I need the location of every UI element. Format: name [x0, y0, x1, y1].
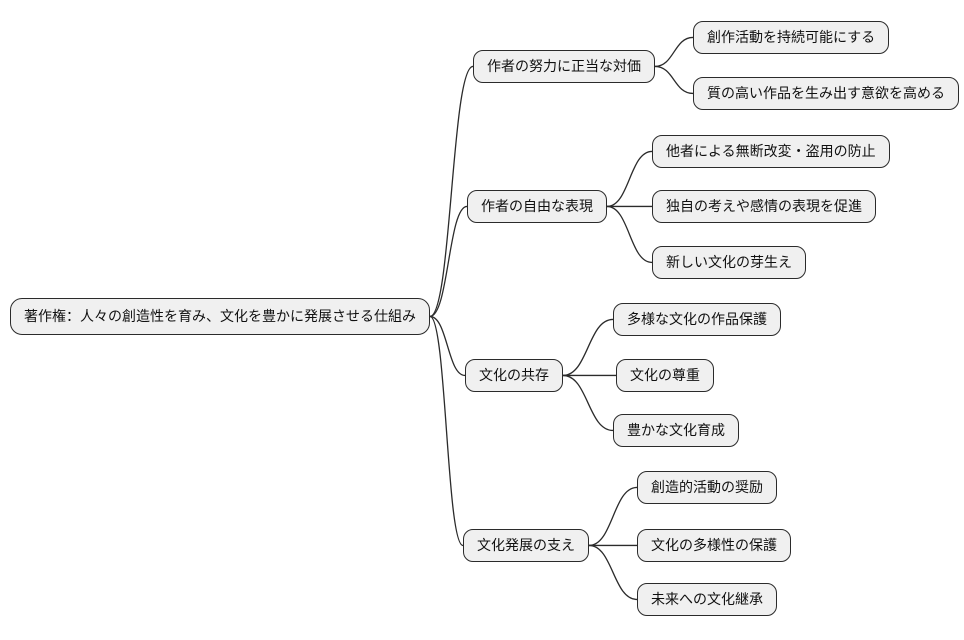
root-node-label: 著作権：人々の創造性を育み、文化を豊かに発展させる仕組み: [24, 308, 416, 324]
branch-node-cultural-development: 文化発展の支え: [463, 529, 589, 562]
leaf-node: 創造的活動の奨励: [637, 471, 777, 504]
branch-node-free-expression: 作者の自由な表現: [467, 190, 607, 223]
leaf-node: 文化の多様性の保護: [637, 529, 791, 562]
leaf-node-label: 質の高い作品を生み出す意欲を高める: [707, 85, 945, 101]
leaf-node: 新しい文化の芽生え: [652, 246, 806, 279]
edge-b1-b1c2: [606, 205, 653, 264]
edge-b2-b2c2: [562, 374, 614, 432]
mindmap-root-node: 著作権：人々の創造性を育み、文化を豊かに発展させる仕組み: [10, 298, 430, 335]
branch-node-label: 作者の努力に正当な対価: [487, 58, 641, 74]
leaf-node-label: 創造的活動の奨励: [651, 479, 763, 495]
leaf-node: 豊かな文化育成: [613, 414, 739, 447]
edge-root-b2: [429, 315, 466, 377]
leaf-node-label: 他者による無断改変・盗用の防止: [666, 143, 876, 159]
leaf-node-label: 文化の多様性の保護: [651, 537, 777, 553]
leaf-node: 他者による無断改変・盗用の防止: [652, 135, 890, 168]
edge-b0-b0c0: [654, 36, 694, 68]
edge-b0-b0c1: [654, 65, 694, 95]
branch-node-cultural-coexistence: 文化の共存: [465, 359, 563, 392]
edge-root-b1: [429, 205, 468, 318]
edge-root-b3: [429, 315, 464, 547]
leaf-node-label: 豊かな文化育成: [627, 422, 725, 438]
leaf-node-label: 多様な文化の作品保護: [627, 311, 767, 327]
leaf-node: 創作活動を持続可能にする: [693, 21, 890, 54]
branch-node-label: 文化の共存: [479, 367, 549, 383]
branch-node-label: 作者の自由な表現: [481, 198, 593, 214]
leaf-node: 多様な文化の作品保護: [613, 303, 781, 336]
edge-root-b0: [429, 65, 474, 318]
edge-b3-b3c0: [588, 486, 638, 547]
leaf-node: 文化の尊重: [616, 359, 714, 392]
leaf-node: 質の高い作品を生み出す意欲を高める: [693, 77, 959, 110]
leaf-node: 独自の考えや感情の表現を促進: [652, 190, 876, 223]
leaf-node: 未来への文化継承: [637, 583, 777, 616]
leaf-node-label: 創作活動を持続可能にする: [707, 29, 876, 45]
branch-node-fair-compensation: 作者の努力に正当な対価: [473, 50, 655, 83]
edge-b1-b1c0: [606, 150, 653, 208]
leaf-node-label: 新しい文化の芽生え: [666, 254, 792, 270]
leaf-node-label: 独自の考えや感情の表現を促進: [666, 198, 862, 214]
edge-b2-b2c0: [562, 318, 614, 377]
leaf-node-label: 文化の尊重: [630, 367, 700, 383]
branch-node-label: 文化発展の支え: [477, 537, 575, 553]
edge-b3-b3c2: [588, 544, 638, 601]
leaf-node-label: 未来への文化継承: [651, 591, 763, 607]
